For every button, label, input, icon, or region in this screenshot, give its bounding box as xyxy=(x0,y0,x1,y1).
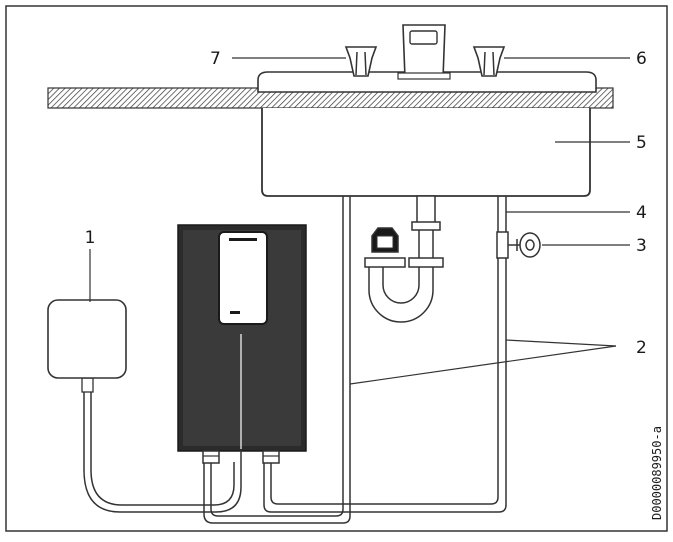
sink-rim xyxy=(257,71,597,93)
frame-border xyxy=(5,5,668,532)
leader-2b xyxy=(505,339,617,347)
drawing-code: D0000089950-a xyxy=(650,426,664,520)
junction-box xyxy=(47,299,127,379)
cold-fitting xyxy=(202,450,220,464)
label-2: 2 xyxy=(636,338,647,358)
cold-water-pipe-inner xyxy=(203,196,351,524)
label-5: 5 xyxy=(636,133,647,153)
sink-basin xyxy=(261,108,591,197)
label-4: 4 xyxy=(636,203,647,223)
valve-right-icon xyxy=(472,46,506,77)
label-1: 1 xyxy=(85,228,96,248)
power-cable-inner xyxy=(90,390,235,506)
leader-2a xyxy=(349,345,617,385)
label-7: 7 xyxy=(210,49,221,69)
shutoff-valve-icon xyxy=(496,231,541,259)
valve-left-icon xyxy=(344,46,378,77)
hot-water-pipe-inner xyxy=(263,196,507,513)
label-3: 3 xyxy=(636,236,647,256)
water-heater-appliance xyxy=(177,224,307,462)
faucet-icon xyxy=(397,24,451,80)
power-cable-outer xyxy=(83,390,242,513)
hot-fitting xyxy=(262,450,280,464)
hot-water-pipe-outer xyxy=(270,196,499,505)
cable-gland xyxy=(81,377,94,393)
drain-trap-icon xyxy=(364,195,444,323)
label-6: 6 xyxy=(636,49,647,69)
